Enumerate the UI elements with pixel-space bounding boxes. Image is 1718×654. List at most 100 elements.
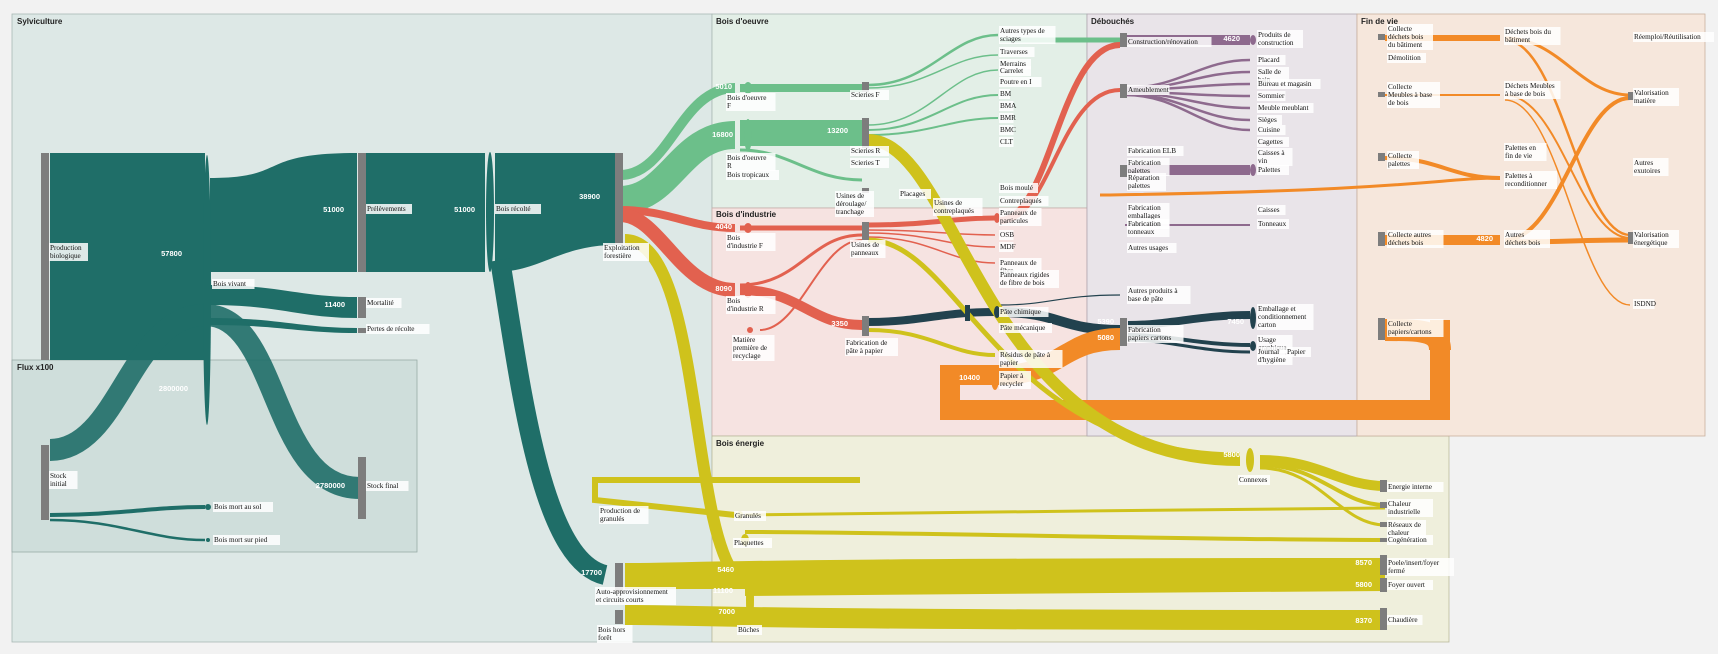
node-ellipse-bois-vivant[interactable] [203,155,211,425]
node-bar-cogen[interactable] [1380,538,1387,542]
label-background [850,146,889,156]
label-line: conditionnement [1258,313,1306,321]
node-label-text: Sommier [1258,92,1285,100]
label-line: Pâte mécanique [1000,324,1045,332]
node-usage-graph[interactable] [1250,341,1256,351]
node-bar-energie-interne[interactable] [1380,480,1387,492]
node-bar-stock-init[interactable] [41,445,49,520]
node-bar-prod-bio[interactable] [41,153,49,360]
node-bo-r[interactable] [744,119,752,151]
node-pan-particules[interactable] [994,213,1000,223]
node-connexes[interactable] [1246,448,1254,472]
node-bar-coll-papiers[interactable] [1378,318,1385,340]
label-background [1387,520,1426,538]
node-palettes[interactable] [1250,164,1256,176]
label-line: Usage [1258,336,1276,344]
node-bar-reseaux[interactable] [1380,522,1387,527]
node-bar-ameub[interactable] [1120,84,1127,98]
node-bar-constr[interactable] [1120,33,1127,47]
label-line: BMR [1000,114,1016,122]
node-papier-recy[interactable] [991,366,999,390]
node-mat-prem[interactable] [747,327,753,333]
label-background [726,93,776,111]
node-bar-coll-bat[interactable] [1378,34,1385,40]
link-gran-loop [592,477,860,518]
zone-title-industrie: Bois d'industrie [716,210,777,219]
node-label-text: OSB [1000,231,1014,239]
node-bi-r[interactable] [744,282,752,298]
link-exploit-bif [619,206,736,232]
node-bar-papiers[interactable] [1120,318,1127,346]
node-bar-mortalite[interactable] [358,297,366,318]
node-bar-fab-palettes[interactable] [1120,165,1127,177]
link-bor-deroulage [739,148,863,182]
node-label-text: BMC [1000,126,1016,134]
node-bar-pertes[interactable] [358,328,366,333]
label-line: Collecte [1388,320,1412,328]
label-background [1633,88,1679,106]
node-bar-panneaux[interactable] [862,222,869,240]
link-recolte-exploit [495,153,615,272]
label-line: Palettes à [1505,172,1533,180]
node-bar-chaleur[interactable] [1380,502,1387,508]
label-line: Usines de [851,241,879,249]
node-bar-prelev[interactable] [358,153,366,272]
node-label-text: BM [1000,90,1012,98]
node-bar-pate-chim[interactable] [965,305,970,321]
node-label-text: Contreplaqués [1000,197,1042,205]
node-bar-exploit[interactable] [615,153,623,245]
label-background [999,208,1042,226]
node-bar-coll-pal[interactable] [1378,153,1385,161]
node-bar-poele[interactable] [1380,555,1387,575]
node-emballage[interactable] [1250,307,1256,329]
node-bar-foyer[interactable] [1380,578,1387,592]
node-bar-valo-mat[interactable] [1628,92,1635,100]
link-bir-pate [739,285,863,330]
label-line: particules [1000,217,1028,225]
label-autres-usages: Autres usages [1127,243,1177,253]
label-line: Réemploi/Réutilisation [1634,33,1701,41]
label-line: OSB [1000,231,1014,239]
label-plaquettes: Plaquettes [733,538,772,548]
node-bar-scieries-f[interactable] [862,82,869,92]
node-label-text: Bois vivant [213,280,246,288]
label-background [734,511,766,521]
node-buches[interactable] [746,572,754,628]
node-bar-valo-ener[interactable] [1628,232,1635,244]
node-pate-chim[interactable] [994,306,1000,318]
node-ellipse-recolte[interactable] [486,152,494,272]
flow-links [48,33,1631,630]
node-mort-sol[interactable] [205,504,211,510]
node-bar-hors-foret[interactable] [615,610,623,624]
node-bar-scieries-r[interactable] [862,118,869,148]
node-bi-f[interactable] [744,223,752,233]
value-label-v-exploit: 38900 [579,192,600,201]
node-bar-stock-final[interactable] [358,457,366,519]
node-bar-auto[interactable] [615,563,623,593]
label-background [1127,325,1184,343]
link-boisvivant-pertes [210,318,357,333]
node-label-text: BMA [1000,102,1017,110]
value-label-v-fpap2: 5080 [1097,333,1114,342]
node-prod-constr[interactable] [1250,35,1256,45]
node-bar-fab-pate[interactable] [862,316,869,336]
node-mort-pied[interactable] [206,538,210,542]
label-background [999,77,1042,87]
node-bar-coll-meub[interactable] [1378,92,1385,97]
node-bar-coll-autres[interactable] [1378,232,1385,246]
node-bar-deroulage[interactable] [862,188,869,193]
node-bar-chaudiere[interactable] [1380,608,1387,630]
link-prod-boisvivant [50,153,205,360]
label-line: Emballage et [1258,305,1296,313]
node-bo-f[interactable] [744,82,752,94]
label-line: panneaux [851,249,879,257]
